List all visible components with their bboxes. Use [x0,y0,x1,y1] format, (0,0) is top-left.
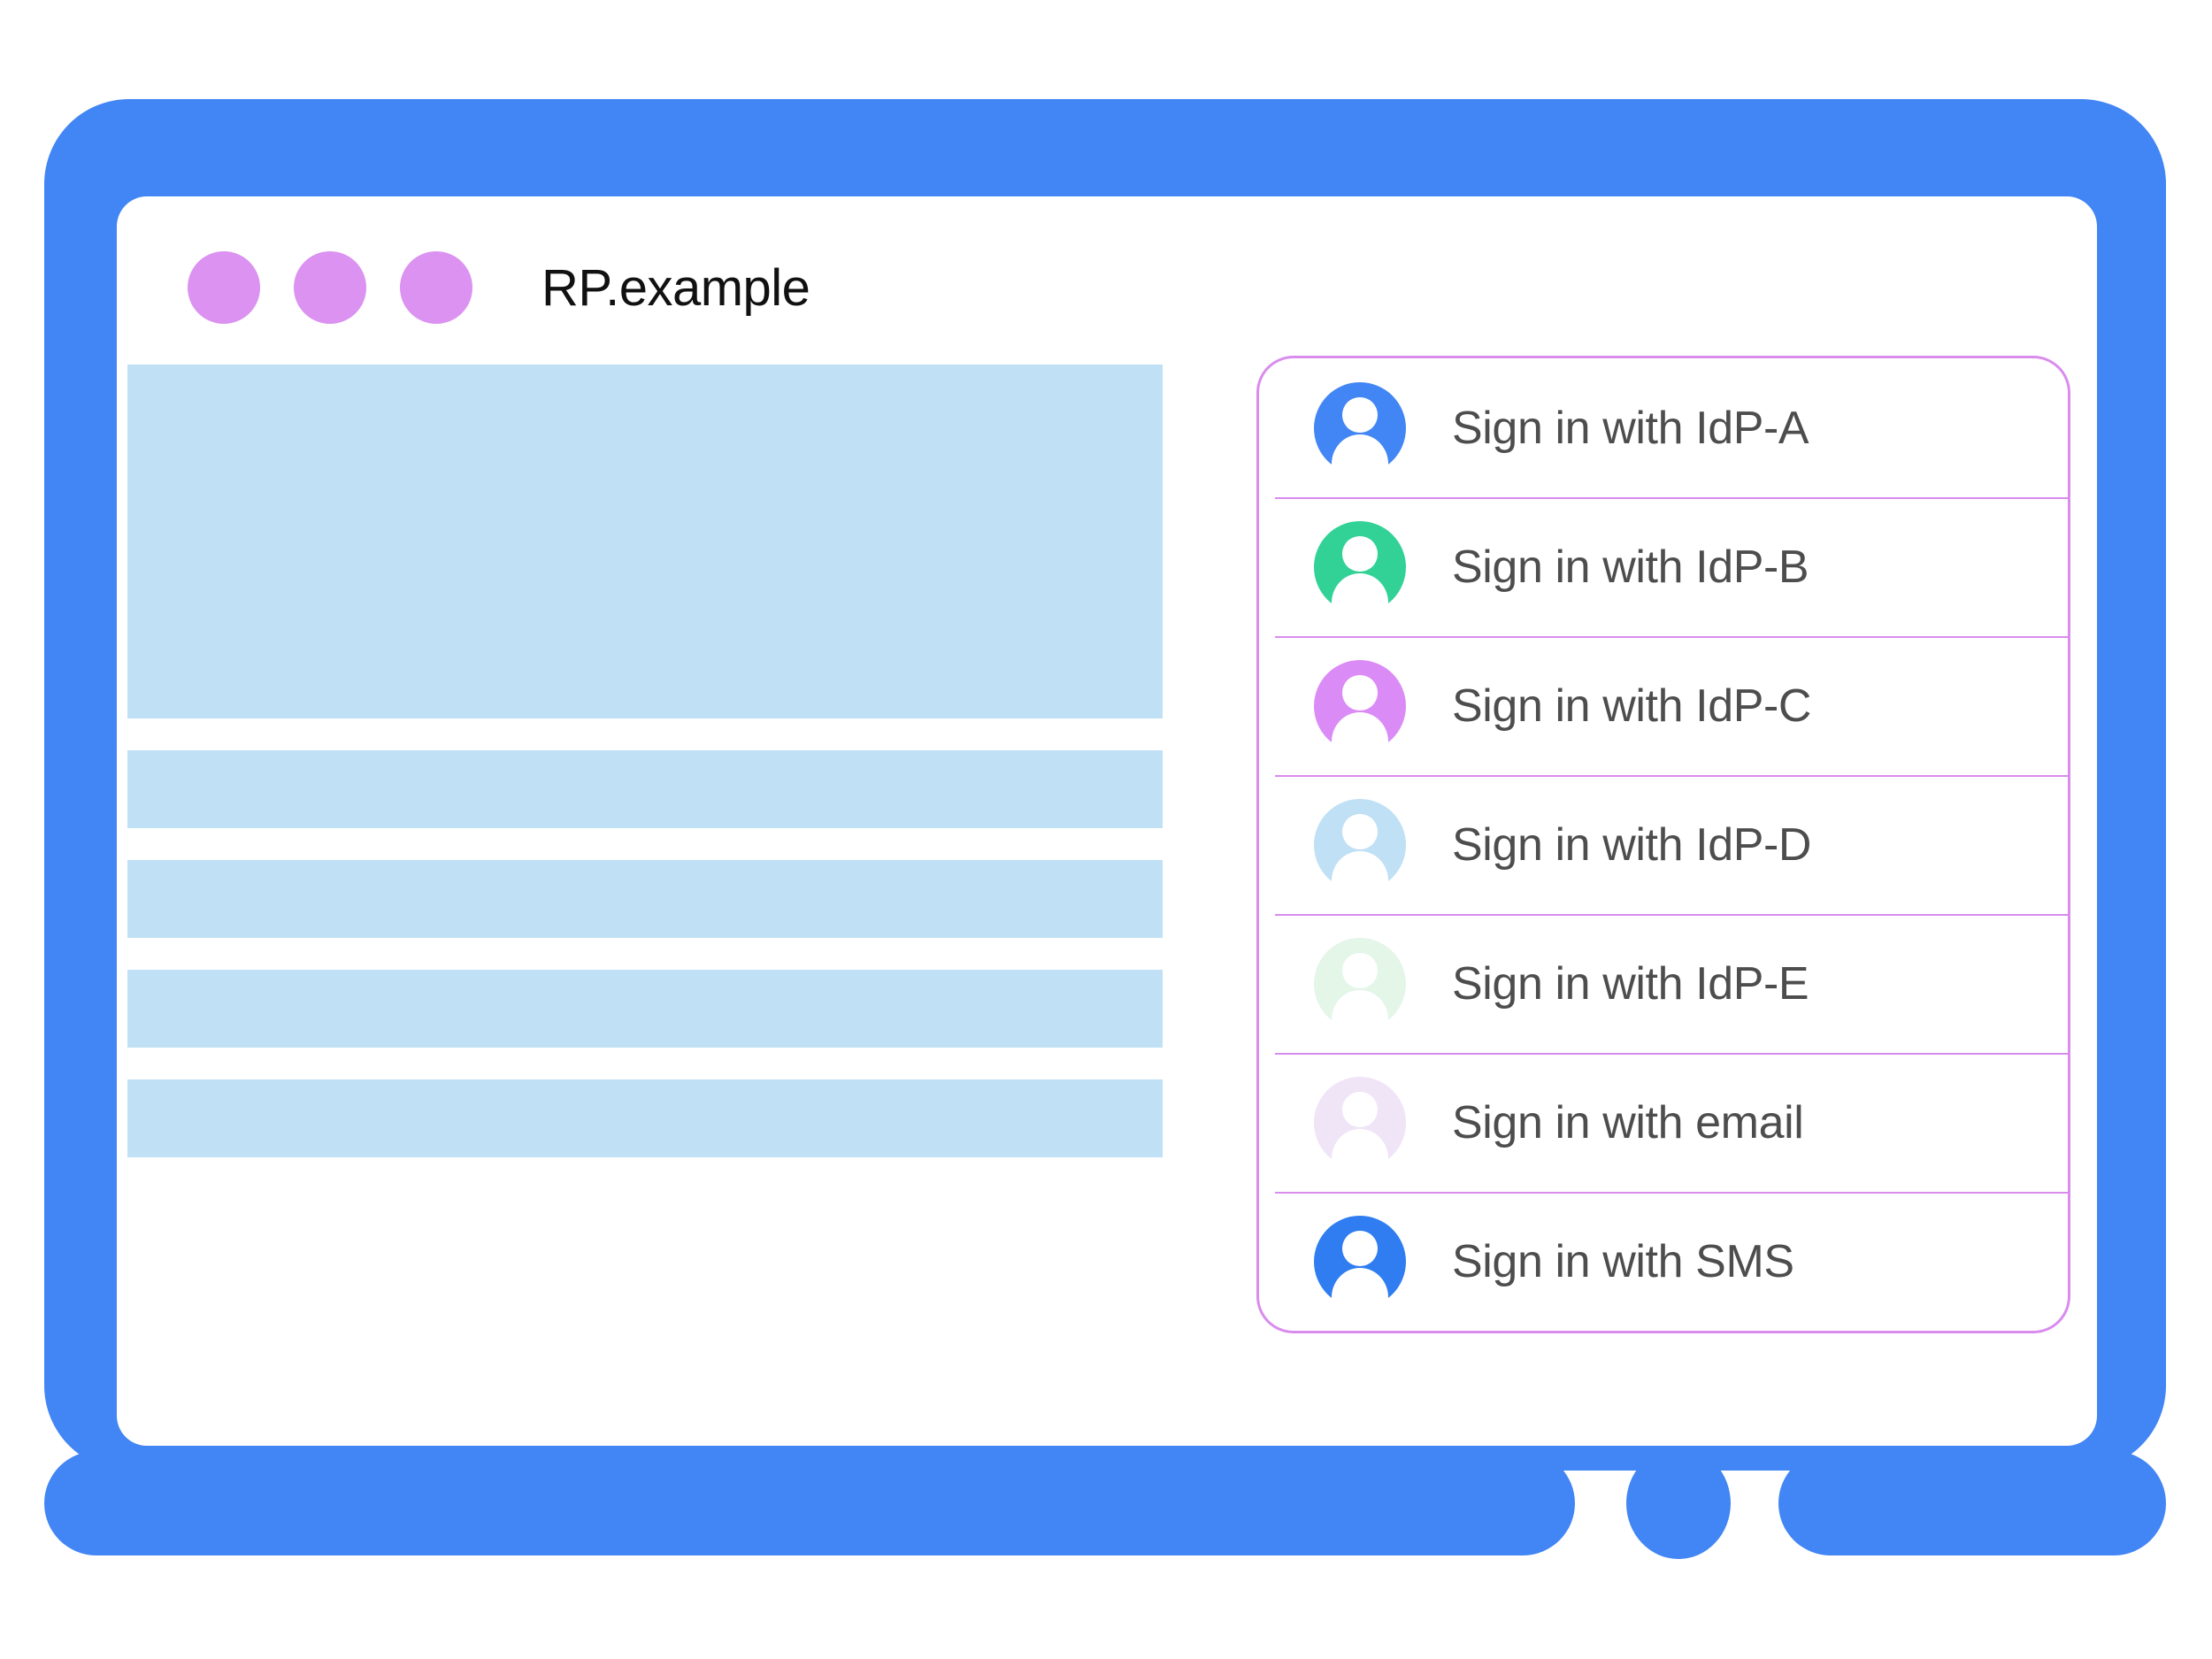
avatar-head-shape [1342,675,1378,710]
person-avatar-icon [1314,659,1406,755]
hero-placeholder [127,365,1163,718]
device-bottom-bezel-right [1778,1451,2166,1555]
avatar-head-shape [1342,953,1378,988]
account-chooser-row[interactable]: Sign in with IdP-E [1259,914,2068,1053]
text-line-placeholder-3 [127,970,1163,1048]
account-chooser-row[interactable]: Sign in with IdP-D [1259,775,2068,914]
account-chooser-row[interactable]: Sign in with IdP-A [1259,358,2068,497]
account-chooser-row[interactable]: Sign in with email [1259,1053,2068,1192]
account-chooser-row-label: Sign in with SMS [1452,1235,1794,1287]
account-chooser-row-label: Sign in with IdP-C [1452,680,1812,732]
home-button[interactable] [1626,1448,1731,1559]
page-content-placeholders [127,365,1163,1189]
window-titlebar: RP.example [188,251,810,324]
avatar-body-shape [1331,434,1389,477]
account-chooser-row-label: Sign in with IdP-D [1452,818,1812,871]
account-chooser-row-label: Sign in with email [1452,1096,1804,1148]
avatar-head-shape [1342,536,1378,572]
window-dot-2-icon [294,251,366,324]
avatar-head-shape [1342,397,1378,433]
account-chooser-row[interactable]: Sign in with IdP-B [1259,497,2068,636]
account-chooser-popup: Sign in with IdP-A Sign in with IdP-B Sign… [1256,356,2070,1333]
avatar-head-shape [1342,814,1378,849]
avatar-body-shape [1331,572,1389,616]
avatar-body-shape [1331,850,1389,894]
account-chooser-row-label: Sign in with IdP-E [1452,957,1809,1010]
account-chooser-row-label: Sign in with IdP-A [1452,402,1809,454]
person-avatar-icon [1314,520,1406,616]
account-chooser-row[interactable]: Sign in with IdP-C [1259,636,2068,775]
person-avatar-icon [1314,381,1406,477]
window-dot-3-icon [400,251,472,324]
account-chooser-row[interactable]: Sign in with SMS [1259,1192,2068,1331]
person-avatar-icon [1314,937,1406,1033]
avatar-body-shape [1331,1267,1389,1310]
text-line-placeholder-1 [127,750,1163,828]
avatar-body-shape [1331,989,1389,1033]
avatar-head-shape [1342,1092,1378,1127]
person-avatar-icon [1314,1215,1406,1310]
text-line-placeholder-4 [127,1079,1163,1157]
window-dot-1-icon [188,251,260,324]
person-avatar-icon [1314,1076,1406,1171]
person-avatar-icon [1314,798,1406,894]
page-title: RP.example [541,258,810,317]
avatar-body-shape [1331,711,1389,755]
text-line-placeholder-2 [127,860,1163,938]
account-chooser-row-label: Sign in with IdP-B [1452,541,1809,593]
avatar-head-shape [1342,1231,1378,1266]
device-bottom-bezel-left [44,1451,1575,1555]
avatar-body-shape [1331,1128,1389,1171]
